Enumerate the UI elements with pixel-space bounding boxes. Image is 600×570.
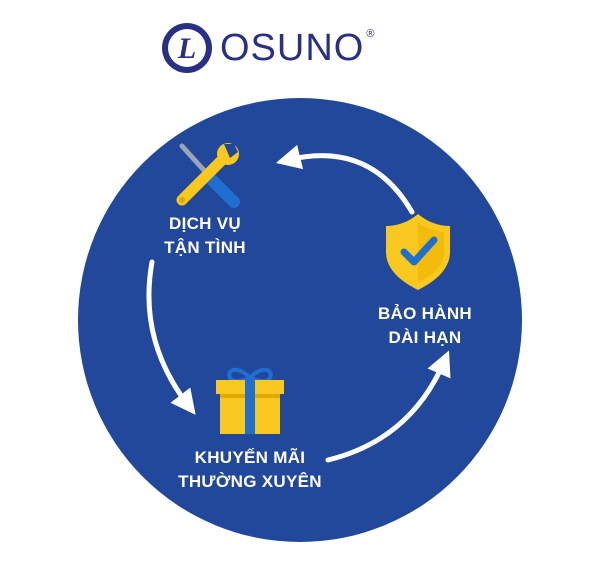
brand-logo: L OSUNO ® [160,18,374,78]
label-promotion-line2: THƯỜNG XUYÊN [178,472,322,491]
label-promotion-line1: KHUYẾN MÃI [194,448,306,467]
label-service-line1: DỊCH VỤ [169,214,241,233]
arrow-warranty-to-service [275,144,415,215]
label-warranty-line2: DÀI HẠN [388,328,462,347]
registered-mark: ® [366,28,375,40]
label-service: DỊCH VỤ TẬN TÌNH [150,212,260,260]
label-promotion: KHUYẾN MÃI THƯỜNG XUYÊN [170,446,330,494]
brand-name: OSUNO [220,27,365,69]
label-warranty: BẢO HÀNH DÀI HẠN [360,302,490,350]
label-warranty-line1: BẢO HÀNH [377,304,472,323]
shield-check-icon [386,214,450,290]
wrench-screwdriver-icon [176,143,240,208]
gift-icon [216,367,284,434]
arrow-service-to-promotion [146,259,196,415]
label-service-line2: TẬN TÌNH [164,238,246,257]
arrow-promotion-to-warranty [325,350,451,463]
logo-mark-icon: L [162,23,212,73]
logo-letter: L [177,32,196,65]
